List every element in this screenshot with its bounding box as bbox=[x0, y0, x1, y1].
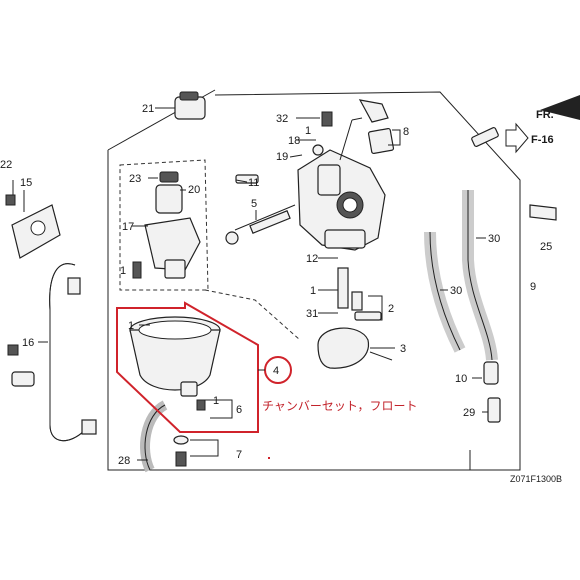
callout-30a: 30 bbox=[488, 233, 500, 245]
callout-9: 9 bbox=[530, 281, 536, 293]
callout-5: 5 bbox=[251, 198, 257, 210]
callout-12: 12 bbox=[306, 253, 318, 265]
solenoid-assembly-outline bbox=[119, 159, 209, 291]
carburetor-body bbox=[297, 99, 395, 251]
callout-16: 16 bbox=[22, 337, 34, 349]
red-dot bbox=[268, 457, 270, 459]
callout-29: 29 bbox=[463, 407, 475, 419]
solenoid-group bbox=[132, 91, 206, 279]
highlight-part-name: チャンバーセット，フロート bbox=[262, 399, 418, 413]
callout-10: 10 bbox=[455, 373, 467, 385]
drain-tube-group bbox=[140, 400, 189, 473]
callout-2: 2 bbox=[388, 303, 394, 315]
section-ref-label: F-16 bbox=[531, 134, 554, 146]
callout-25: 25 bbox=[540, 241, 552, 253]
callout-11: 11 bbox=[248, 177, 259, 189]
left-bracket-group bbox=[5, 194, 97, 442]
callout-22: 22 bbox=[0, 159, 12, 171]
callout-3: 3 bbox=[400, 343, 406, 355]
callout-1b: 1 bbox=[120, 265, 126, 277]
callout-21: 21 bbox=[142, 103, 154, 115]
callout-20: 20 bbox=[188, 184, 200, 196]
float-chamber-set bbox=[129, 316, 221, 411]
fuel-tubes bbox=[424, 127, 557, 423]
callout-15: 15 bbox=[20, 177, 32, 189]
callout-1e: 1 bbox=[213, 395, 219, 407]
callout-31: 31 bbox=[306, 308, 318, 320]
callout-1a: 1 bbox=[305, 125, 311, 137]
callout-19: 19 bbox=[276, 151, 288, 163]
callout-30b: 30 bbox=[450, 285, 462, 297]
jets-and-screws bbox=[225, 174, 382, 321]
assembly-outlines bbox=[107, 89, 521, 471]
front-mark: FR. bbox=[536, 95, 580, 121]
callout-labels: 21 32 1 18 19 8 22 15 23 20 17 11 5 1 12… bbox=[0, 103, 552, 467]
callout-28: 28 bbox=[118, 455, 130, 467]
front-mark-label: FR. bbox=[536, 109, 554, 121]
callout-17: 17 bbox=[122, 221, 134, 233]
float-part bbox=[317, 327, 393, 369]
callout-7: 7 bbox=[236, 449, 242, 461]
leader-lines bbox=[12, 107, 488, 461]
callout-18: 18 bbox=[288, 135, 300, 147]
callout-32: 32 bbox=[276, 113, 288, 125]
callout-1d: 1 bbox=[128, 320, 134, 332]
callout-1c: 1 bbox=[310, 285, 316, 297]
section-reference: F-16 bbox=[505, 122, 554, 154]
callout-8: 8 bbox=[403, 126, 409, 138]
part-number-4: 4 bbox=[273, 365, 279, 377]
drawing-code: Z071F1300B bbox=[510, 474, 562, 484]
callout-6: 6 bbox=[236, 404, 242, 416]
highlight-box bbox=[116, 301, 259, 433]
callout-23: 23 bbox=[129, 173, 141, 185]
